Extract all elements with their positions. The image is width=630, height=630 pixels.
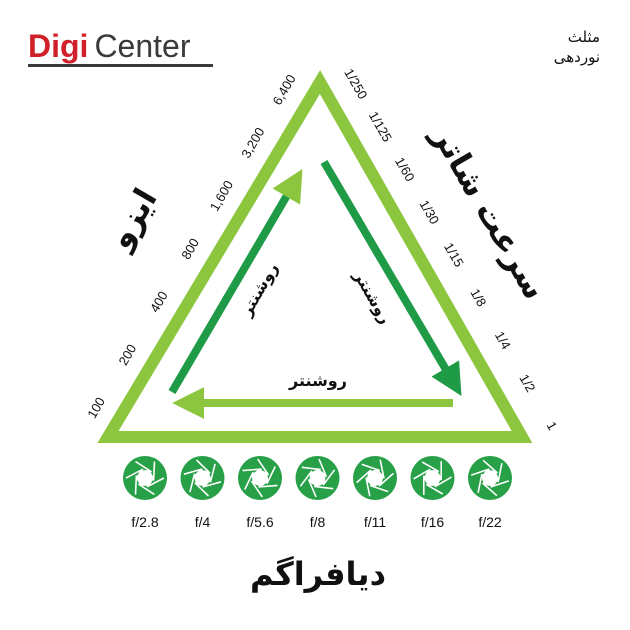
fstop-label: f/2.8 — [131, 514, 158, 530]
iso-value: 3,200 — [238, 125, 267, 161]
shutter-value: 1/15 — [441, 240, 467, 269]
corner-title-line1: مثلث — [568, 28, 600, 46]
fstop-label: f/8 — [310, 514, 326, 530]
fstop-label: f/22 — [478, 514, 502, 530]
aperture-icon — [123, 456, 167, 500]
shutter-value: 1/125 — [366, 109, 395, 145]
exposure-triangle — [97, 70, 533, 443]
shutter-value: 1/60 — [392, 155, 418, 184]
fstop-label: f/16 — [421, 514, 445, 530]
aperture-row: f/2.8 f/4 f/5.6 f/8 f/11 f/16 f/22 — [123, 456, 512, 530]
fstop-label: f/4 — [195, 514, 211, 530]
shutter-value: 1/4 — [492, 329, 514, 352]
corner-title-line2: نوردهی — [554, 48, 600, 66]
iso-value: 6,400 — [269, 72, 298, 108]
iso-label: ایزو — [99, 182, 164, 257]
fstop-label: f/5.6 — [246, 514, 273, 530]
shutter-label: سرعت شاتر — [424, 117, 555, 305]
logo-underline — [28, 64, 213, 67]
aperture-icon — [410, 456, 455, 500]
shutter-value: 1/8 — [467, 286, 489, 309]
shutter-value: 1/30 — [417, 197, 443, 226]
arrow-label-bottom: روشنتر — [288, 371, 347, 390]
aperture-label: دیافراگم — [250, 555, 386, 593]
arrow-shutter-brighter — [320, 159, 462, 397]
aperture-icon — [468, 456, 512, 500]
iso-value: 1,600 — [207, 178, 236, 214]
fstop-label: f/11 — [364, 514, 387, 530]
aperture-icon — [238, 456, 282, 500]
iso-value: 800 — [178, 236, 202, 262]
aperture-icon — [353, 456, 397, 500]
arrow-iso-brighter — [168, 168, 303, 395]
iso-value: 400 — [147, 289, 171, 315]
shutter-value: 1 — [544, 419, 561, 433]
aperture-icon — [295, 456, 340, 500]
corner-title: مثلث نوردهی — [554, 28, 600, 66]
iso-value: 100 — [84, 395, 108, 421]
aperture-icon — [180, 456, 225, 500]
iso-value: 200 — [115, 342, 139, 368]
shutter-value: 1/250 — [341, 66, 370, 102]
shutter-value: 1/2 — [516, 371, 538, 394]
